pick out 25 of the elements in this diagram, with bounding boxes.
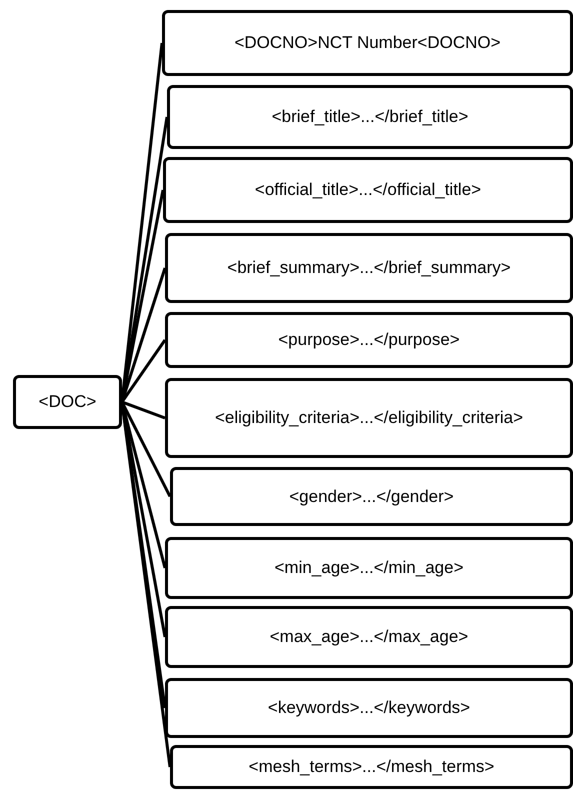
- child-element-box: [165, 606, 573, 668]
- child-element-box: [165, 233, 573, 303]
- connector-line: [121, 400, 166, 420]
- root-element-box: [13, 375, 122, 429]
- tag-label: <official_title>...</official_title>: [254, 179, 482, 201]
- child-element-box: [163, 157, 573, 223]
- child-element-box: [167, 85, 573, 149]
- child-element-box: [165, 537, 573, 599]
- child-element-box: [165, 312, 573, 368]
- tag-label: <keywords>...</keywords>: [268, 697, 470, 719]
- tag-label: <DOC>: [38, 391, 96, 413]
- tag-label: <DOCNO>NCT Number<DOCNO>: [234, 32, 501, 54]
- tag-label: <gender>...</gender>: [289, 486, 454, 508]
- tag-label: <eligibility_criteria>...</eligibility_criteria>: [214, 407, 524, 429]
- child-element-box: [170, 467, 573, 526]
- child-element-box: [165, 678, 573, 738]
- tag-label: <min_age>...</min_age>: [274, 557, 464, 579]
- tag-label: <purpose>...</purpose>: [278, 329, 460, 351]
- tag-label: <max_age>...</max_age>: [270, 626, 468, 648]
- child-element-box: [162, 10, 573, 76]
- tag-label: <mesh_terms>...</mesh_terms>: [248, 756, 494, 778]
- child-element-box: [170, 745, 573, 789]
- tag-label: <brief_summary>...</brief_summary>: [227, 257, 511, 279]
- child-element-box: [165, 378, 573, 458]
- tag-label: <brief_title>...</brief_title>: [272, 106, 468, 128]
